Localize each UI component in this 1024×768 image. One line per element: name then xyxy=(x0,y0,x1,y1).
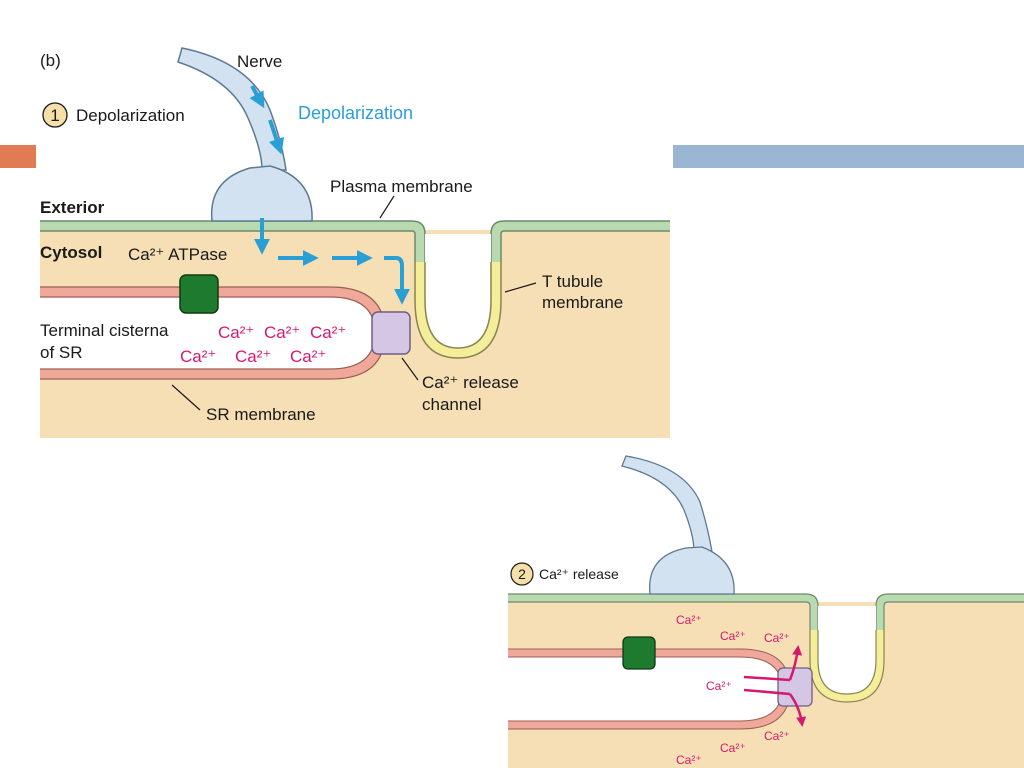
ca-ion: Ca²⁺ xyxy=(218,323,254,342)
nerve-label: Nerve xyxy=(237,52,282,71)
exterior-label: Exterior xyxy=(40,198,105,217)
panel-depolarization: (b) 1 Depolarization Nerve Depolarizatio… xyxy=(40,47,670,438)
panel-ca-release: 2 Ca²⁺ release Ca²⁺ Ca²⁺ Ca²⁺ Ca²⁺ Ca²⁺ … xyxy=(508,455,1024,768)
t-tubule-label-line1: T tubule xyxy=(542,272,603,291)
arrow-ca-release-4 xyxy=(788,693,807,727)
ca-ion: Ca²⁺ xyxy=(676,753,702,767)
ca-atpase-pump xyxy=(179,274,219,314)
ca-ion: Ca²⁺ xyxy=(764,631,790,645)
ca-ion: Ca²⁺ xyxy=(676,613,702,627)
t-tubule-label-line2: membrane xyxy=(542,293,623,312)
ca-release-channel xyxy=(371,311,411,355)
plasma-membrane xyxy=(508,594,1024,630)
ca-ion: Ca²⁺ xyxy=(706,679,732,693)
release-channel-label-line2: channel xyxy=(422,395,482,414)
step1-label: Depolarization xyxy=(76,106,185,125)
terminal-cisterna-label-line2: of SR xyxy=(40,343,83,362)
slide-accent-blue-bar xyxy=(673,145,1024,168)
arrow-ca-release-2 xyxy=(788,645,803,681)
step2-badge xyxy=(510,562,534,586)
plasma-membrane xyxy=(40,221,670,262)
sr-membrane-label: SR membrane xyxy=(206,405,316,424)
arrow-depolarization-6 xyxy=(384,256,410,305)
arrow-ca-release-3 xyxy=(743,688,791,696)
ca-atpase-label: Ca²⁺ ATPase xyxy=(128,245,227,264)
nerve-terminal xyxy=(649,546,735,595)
ca-ion: Ca²⁺ xyxy=(264,323,300,342)
slide-accent-orange-bar xyxy=(0,145,36,168)
step2-number: 2 xyxy=(518,566,526,582)
step1-badge xyxy=(42,102,68,128)
ca-ion: Ca²⁺ xyxy=(764,729,790,743)
leader-t-tubule xyxy=(504,282,537,293)
t-tubule-membrane xyxy=(415,262,501,359)
ca-ion: Ca²⁺ xyxy=(720,741,746,755)
t-tubule-membrane xyxy=(810,630,884,703)
step1-number: 1 xyxy=(50,106,59,125)
ca-ion: Ca²⁺ xyxy=(720,629,746,643)
plasma-membrane-label: Plasma membrane xyxy=(330,177,473,196)
ca-ion: Ca²⁺ xyxy=(290,347,326,366)
step2-label: Ca²⁺ release xyxy=(539,566,619,582)
depolarization-label: Depolarization xyxy=(298,103,413,123)
nerve-fiber xyxy=(177,47,287,171)
nerve-terminal xyxy=(210,165,313,222)
arrow-depolarization-1 xyxy=(249,85,265,109)
ca-ion: Ca²⁺ xyxy=(310,323,346,342)
ca-ion: Ca²⁺ xyxy=(180,347,216,366)
leader-plasma-membrane xyxy=(379,195,395,219)
release-channel-label-line1: Ca²⁺ release xyxy=(422,373,519,392)
ca-atpase-pump xyxy=(622,636,656,670)
ca-ion: Ca²⁺ xyxy=(235,347,271,366)
terminal-cisterna-label-line1: Terminal cisterna xyxy=(40,321,169,340)
leader-release-channel xyxy=(401,357,419,381)
cytosol-label: Cytosol xyxy=(40,243,102,262)
leader-sr-membrane xyxy=(171,384,201,411)
arrow-ca-release-1 xyxy=(743,675,791,682)
arrow-depolarization-2 xyxy=(268,119,285,155)
panel-letter: (b) xyxy=(40,51,61,70)
nerve-fiber xyxy=(621,455,713,553)
